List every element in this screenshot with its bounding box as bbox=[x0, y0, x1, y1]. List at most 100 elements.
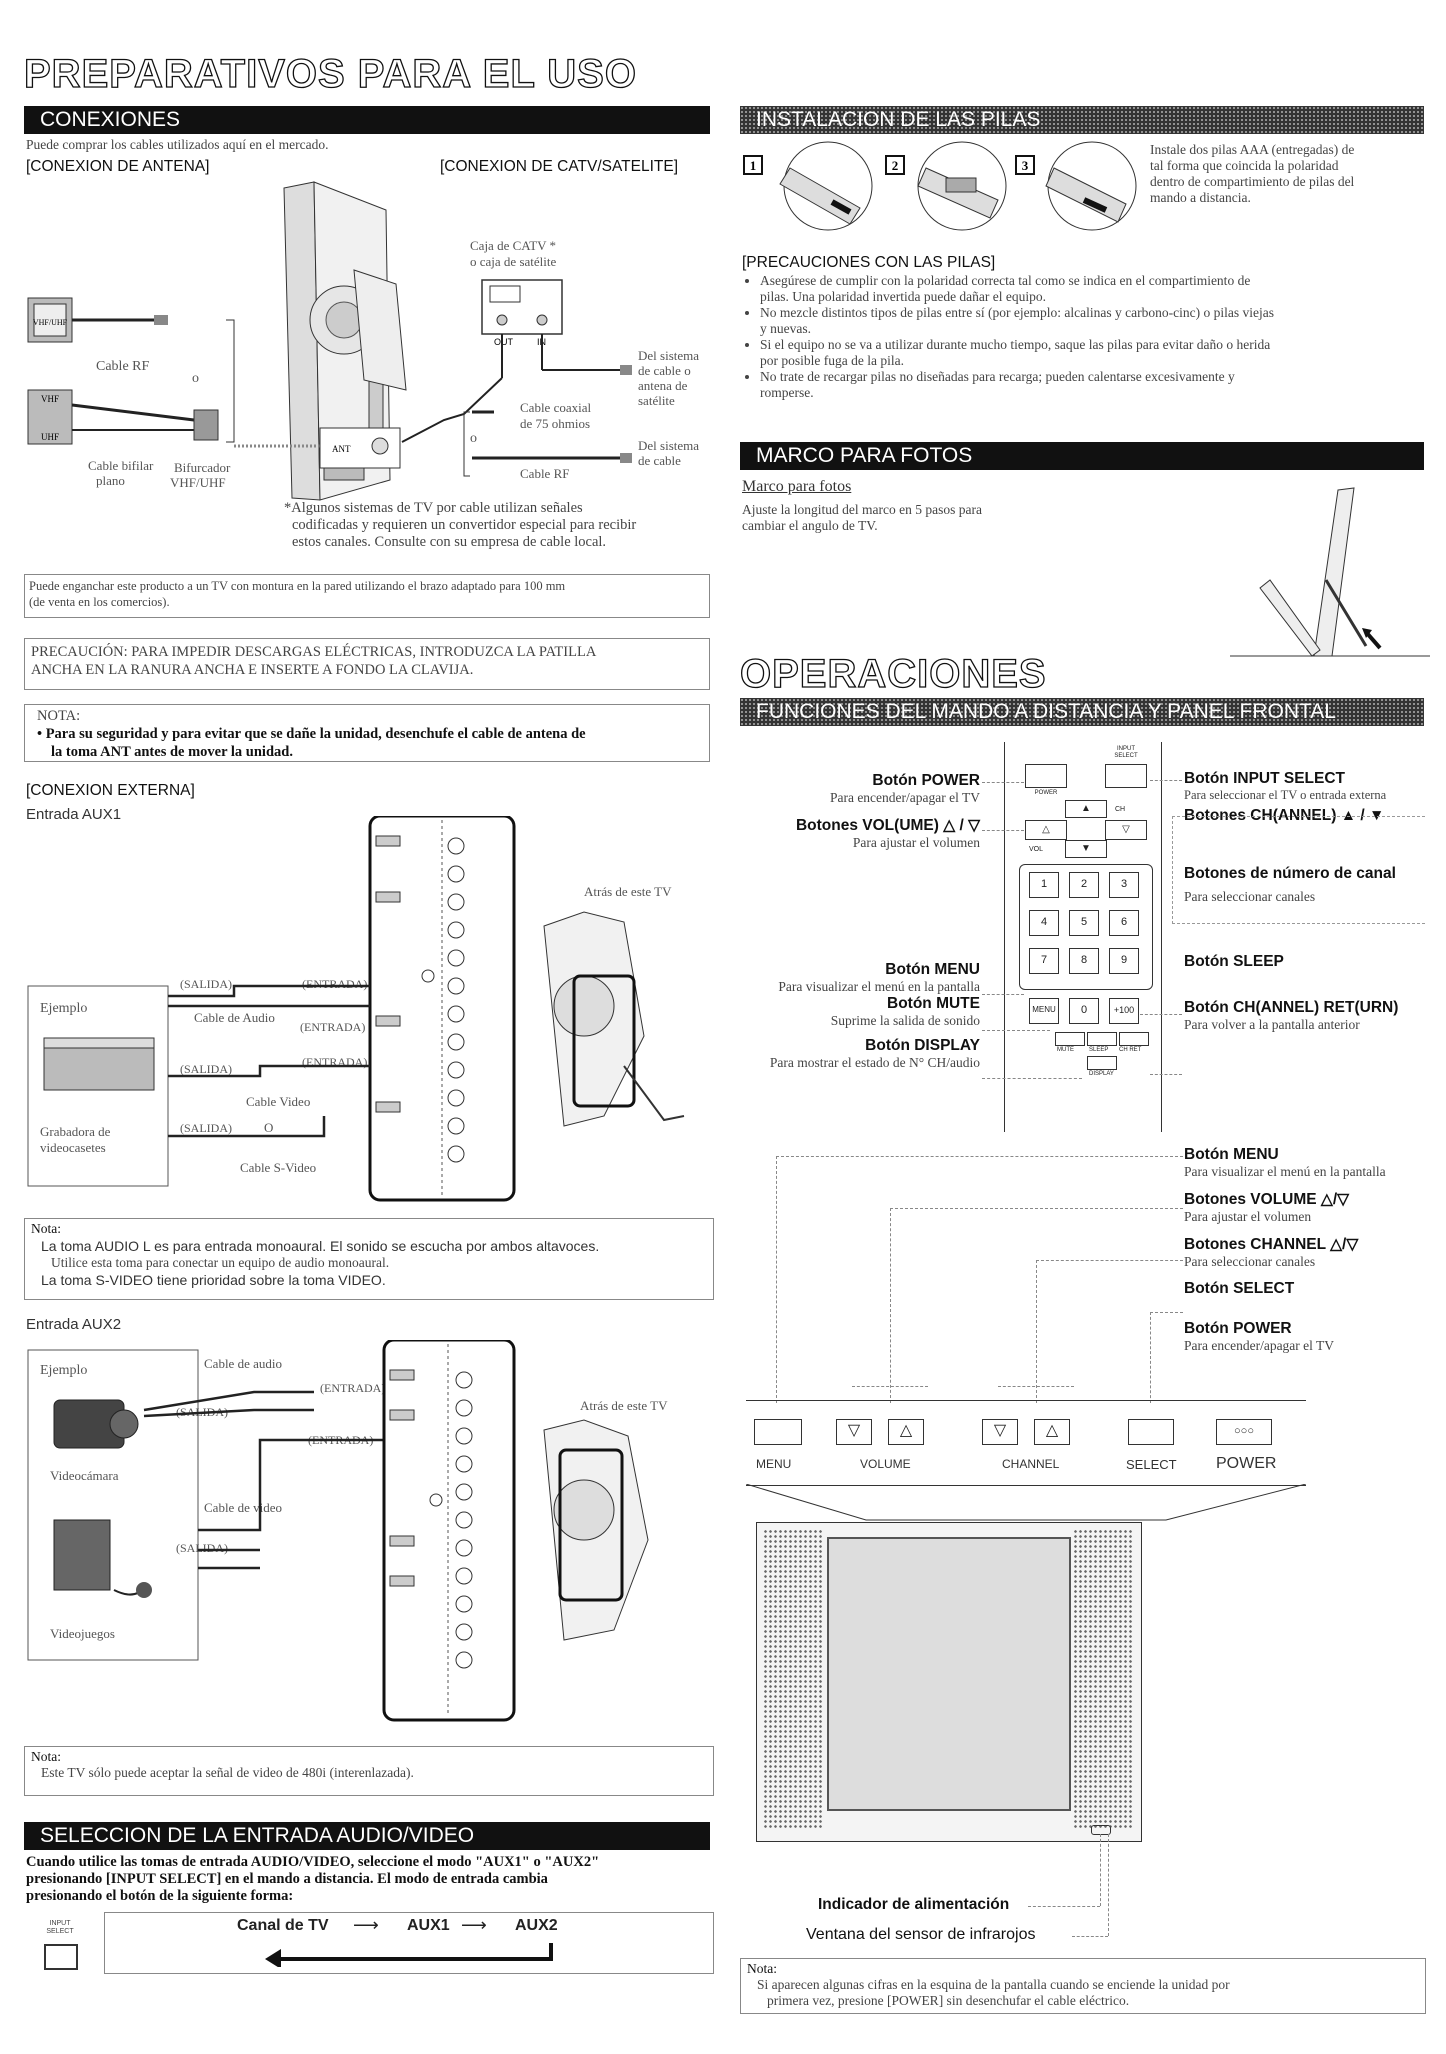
label-ch-return-desc: Para volver a la pantalla anterior bbox=[1184, 1017, 1360, 1032]
aux1-salida3-label: (SALIDA) bbox=[180, 1121, 232, 1135]
label-sleep: Botón SLEEP bbox=[1184, 953, 1284, 970]
remote-key-6[interactable]: 6 bbox=[1109, 910, 1139, 936]
leader-line bbox=[982, 830, 1024, 831]
panel-menu-button[interactable] bbox=[754, 1419, 802, 1445]
panel-labels: Botón MENU Para visualizar el menú en la… bbox=[1184, 1146, 1424, 1354]
indicador-label: Indicador de alimentación bbox=[818, 1896, 1010, 1913]
remote-plus100-button[interactable]: +100 bbox=[1109, 998, 1139, 1024]
antenna-diagram: VHF/UHF Cable RF o VHF UHF Cable bifilar… bbox=[27, 181, 699, 501]
caja-catv-label: Caja de CATV * bbox=[470, 238, 556, 253]
section-header-conexiones: CONEXIONES bbox=[24, 106, 710, 134]
arrow-right-icon: ⟶ bbox=[353, 1915, 379, 1935]
uhf-label: UHF bbox=[41, 432, 59, 442]
vhf-uhf-label: VHF/UHF bbox=[33, 318, 68, 327]
return-arrow-icon bbox=[265, 1943, 553, 1967]
remote-mute-label: MUTE bbox=[1057, 1047, 1074, 1053]
step-1: 1 bbox=[750, 158, 757, 173]
aux2-diagram: Ejemplo Videocámara Videojuegos Cable de… bbox=[27, 1340, 668, 1722]
label-input-select-desc: Para seleccionar el TV o entrada externa bbox=[1184, 788, 1387, 802]
panel-channel-up-button[interactable]: △ bbox=[1034, 1419, 1070, 1445]
remote-vol-down-button[interactable]: △ bbox=[1025, 820, 1067, 840]
aux1-salida1-label: (SALIDA) bbox=[180, 977, 232, 991]
remote-keypad bbox=[1019, 864, 1153, 990]
remote-menu-button[interactable]: MENU bbox=[1029, 998, 1059, 1024]
conexiones-intro: Puede comprar los cables utilizados aquí… bbox=[26, 137, 329, 152]
catv-note-line: estos canales. Consulte con su empresa d… bbox=[292, 534, 607, 550]
aux1-grabadora2-label: videocasetes bbox=[40, 1140, 106, 1155]
tv-screen bbox=[827, 1537, 1071, 1811]
panel-label-channel: Botones CHANNEL △/▽ bbox=[1184, 1236, 1359, 1253]
panel-volume-up-button[interactable]: △ bbox=[888, 1419, 924, 1445]
remote-key-3[interactable]: 3 bbox=[1109, 872, 1139, 898]
leader-vol-bridge bbox=[852, 1386, 928, 1387]
leader-line bbox=[982, 1030, 1050, 1031]
catv-note-line: *Algunos sistemas de TV por cable utiliz… bbox=[284, 500, 583, 516]
cable-rf2-label: Cable RF bbox=[520, 466, 569, 481]
main-title: PREPARATIVOS PARA EL USO bbox=[23, 51, 637, 96]
remote-key-1[interactable]: 1 bbox=[1029, 872, 1059, 898]
panel-label-select: Botón SELECT bbox=[1184, 1280, 1295, 1297]
aux2-atras-label: Atrás de este TV bbox=[580, 1398, 668, 1413]
remote-key-4[interactable]: 4 bbox=[1029, 910, 1059, 936]
label-volume: Botones VOL(UME) △ / ▽ bbox=[795, 817, 980, 834]
remote-chret-label: CH RET bbox=[1119, 1047, 1142, 1053]
front-panel: ▽ △ ▽ △ ○○○ MENU VOLUME CHANNEL SELECT P… bbox=[746, 1400, 1306, 1486]
leader-select bbox=[1150, 1312, 1183, 1403]
mount-note-box: Puede enganchar este producto a un TV co… bbox=[24, 574, 710, 618]
remote-ch-down-button[interactable]: ▼ bbox=[1065, 840, 1107, 858]
label-ch-return: Botón CH(ANNEL) RET(URN) bbox=[1184, 999, 1399, 1016]
section-header-pilas: INSTALACION DE LAS PILAS bbox=[740, 106, 1424, 134]
remote-mute-button[interactable] bbox=[1055, 1032, 1085, 1046]
aux2-cable-video-label: Cable de video bbox=[204, 1500, 282, 1515]
catv-note: *Algunos sistemas de TV por cable utiliz… bbox=[284, 500, 636, 551]
precaucion-line: PRECAUCIÓN: PARA IMPEDIR DESCARGAS ELÉCT… bbox=[31, 644, 597, 660]
del-sistema2-label: Del sistema bbox=[638, 438, 699, 453]
pilas-desc-line: mando a distancia. bbox=[1150, 190, 1251, 205]
remote-key-2[interactable]: 2 bbox=[1069, 872, 1099, 898]
remote-input-select-button[interactable] bbox=[1105, 764, 1147, 788]
remote-sleep-button[interactable] bbox=[1087, 1032, 1117, 1046]
pilas-desc-line: dentro de compartimiento de pilas del bbox=[1150, 174, 1355, 189]
panel-volume-down-button[interactable]: ▽ bbox=[836, 1419, 872, 1445]
panel-taper bbox=[746, 1484, 1306, 1521]
panel-channel-down-button[interactable]: ▽ bbox=[982, 1419, 1018, 1445]
externa-title: [CONEXION EXTERNA] bbox=[26, 782, 195, 799]
nota1-line: La toma AUDIO L es para entrada monoaura… bbox=[41, 1238, 600, 1254]
panel-label-menu: Botón MENU bbox=[1184, 1146, 1279, 1163]
antena-title: [CONEXION DE ANTENA] bbox=[26, 158, 210, 175]
aux1-diagram: Atrás de este TV Ejemplo Grabadora de vi… bbox=[27, 816, 685, 1202]
label-display: Botón DISPLAY bbox=[865, 1037, 980, 1054]
remote-key-0[interactable]: 0 bbox=[1069, 998, 1099, 1024]
section-header-marco: MARCO PARA FOTOS bbox=[740, 442, 1424, 470]
label-power-desc: Para encender/apagar el TV bbox=[829, 790, 980, 805]
label-display-desc: Para mostrar el estado de N° CH/audio bbox=[769, 1055, 980, 1070]
remote-power-label: POWER bbox=[1034, 790, 1058, 796]
nota-line: • Para su seguridad y para evitar que se… bbox=[37, 726, 586, 742]
panel-label-power: Botón POWER bbox=[1184, 1320, 1292, 1337]
remote-key-5[interactable]: 5 bbox=[1069, 910, 1099, 936]
cable-bifilar-label: Cable bifilar bbox=[88, 458, 154, 473]
tv-ir-sensor bbox=[1091, 1825, 1111, 1835]
marco-title: Marco para fotos bbox=[742, 478, 852, 495]
vhf-label: VHF bbox=[41, 394, 59, 404]
remote-vol-up-button[interactable]: ▽ bbox=[1105, 820, 1147, 840]
remote-display-button[interactable] bbox=[1087, 1056, 1117, 1070]
panel-power-button[interactable]: ○○○ bbox=[1216, 1419, 1272, 1445]
remote-power-button[interactable] bbox=[1025, 764, 1067, 788]
remote-left-labels: Botón POWER Para encender/apagar el TV B… bbox=[740, 772, 980, 1071]
panel-select-button[interactable] bbox=[1128, 1419, 1174, 1445]
leader-ch-bridge bbox=[998, 1386, 1074, 1387]
remote-key-9[interactable]: 9 bbox=[1109, 948, 1139, 974]
nota2-line: Este TV sólo puede aceptar la señal de v… bbox=[41, 1765, 414, 1780]
label-mute-desc: Suprime la salida de sonido bbox=[830, 1013, 980, 1028]
remote-key-8[interactable]: 8 bbox=[1069, 948, 1099, 974]
remote-right-labels: Botón INPUT SELECT Para seleccionar el T… bbox=[1184, 770, 1424, 1033]
step-3: 3 bbox=[1022, 158, 1029, 173]
remote-sleep-label: SLEEP bbox=[1089, 1047, 1109, 1053]
leader-line bbox=[982, 782, 1024, 783]
remote-key-7[interactable]: 7 bbox=[1029, 948, 1059, 974]
panel-label-volume-desc: Para ajustar el volumen bbox=[1184, 1209, 1312, 1224]
remote-chret-button[interactable] bbox=[1119, 1032, 1149, 1046]
cable-coaxial-label: Cable coaxial bbox=[520, 400, 591, 415]
remote-ch-up-button[interactable]: ▲ bbox=[1065, 800, 1107, 818]
